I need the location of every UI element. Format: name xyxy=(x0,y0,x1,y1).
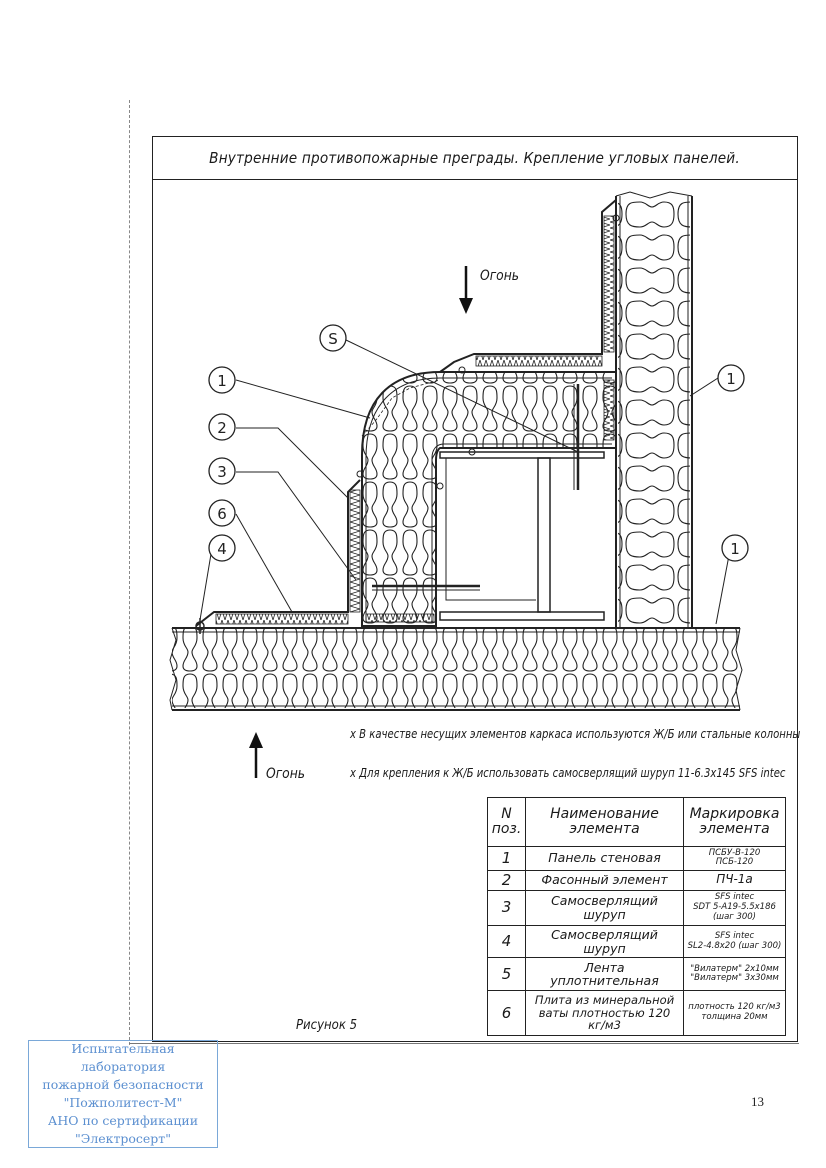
table-row: 5 Лента уплотнительная "Вилатерм" 2x10мм… xyxy=(487,957,786,992)
row-marking: SFS intec SL2-4.8x20 (шаг 300) xyxy=(683,924,786,959)
callout-circle xyxy=(717,364,745,392)
row-position: 6 xyxy=(487,990,526,1036)
sealing-tape-bottom xyxy=(365,613,435,623)
specification-table: N поз. Наименование элемента Маркировка … xyxy=(487,797,786,1036)
table-row: 1 Панель стеновая ПСБУ-В-120 ПСБ-120 xyxy=(487,846,786,871)
marking-line: толщина 20мм xyxy=(701,1012,768,1023)
drawing-title: Внутренние противопожарные преграды. Кре… xyxy=(209,149,741,167)
scan-margin-line xyxy=(129,100,130,1045)
table-row: 4 Самосверлящий шуруп SFS intec SL2-4.8x… xyxy=(487,924,786,959)
certification-stamp: Испытательная лаборатория пожарной безоп… xyxy=(28,1040,218,1148)
bottom-wall-panel xyxy=(169,627,743,711)
header-position: N поз. xyxy=(487,797,526,847)
page-number: 13 xyxy=(751,1094,764,1109)
row-marking: SFS intec SDT 5-A19-5.5x186 (шаг 300) xyxy=(683,889,786,926)
row-position: 1 xyxy=(487,846,526,871)
callout-circle xyxy=(208,457,236,485)
marking-line: ПЧ-1а xyxy=(716,872,753,887)
figure-caption: Рисунок 5 xyxy=(296,1018,358,1033)
marking-line: SL2-4.8x20 (шаг 300) xyxy=(687,940,782,951)
stamp-line: "Электросерт" xyxy=(75,1131,171,1146)
shaped-flashing-element xyxy=(195,199,617,627)
marking-line: ПСБУ-В-120 xyxy=(708,847,761,858)
callout-label: 3 xyxy=(217,463,227,481)
fire-arrow-bottom xyxy=(249,732,263,778)
callout-label: 1 xyxy=(726,370,736,388)
callout-circle xyxy=(208,366,236,394)
header-marking: Маркировка элемента xyxy=(683,797,786,847)
stamp-line: Испытательная xyxy=(71,1041,175,1056)
table-row: 3 Самосверлящий шуруп SFS intec SDT 5-A1… xyxy=(487,889,786,926)
fire-label-bottom: Огонь xyxy=(266,766,306,782)
callout-circle xyxy=(721,534,749,562)
row-position: 2 xyxy=(487,869,526,891)
row-position: 4 xyxy=(487,924,526,959)
steel-column xyxy=(439,451,605,621)
row-position: 5 xyxy=(487,957,526,992)
marking-line: "Вилатерм" 3x30мм xyxy=(690,973,779,984)
callout-label: 6 xyxy=(217,505,227,523)
corner-panel xyxy=(361,371,617,627)
callout-circle xyxy=(208,413,236,441)
fire-arrow-top xyxy=(459,266,473,314)
fire-label-top: Огонь xyxy=(480,268,520,284)
table-row: 2 Фасонный элемент ПЧ-1а xyxy=(487,869,786,891)
callout-label: 2 xyxy=(217,419,227,437)
note-fastening: x Для крепления к Ж/Б использовать самос… xyxy=(350,766,786,780)
marking-line: ПСБ-120 xyxy=(715,857,754,868)
callout-label: S xyxy=(328,330,338,348)
stamp-line: "Пожполитест-М" xyxy=(63,1095,183,1110)
callout-circle xyxy=(319,324,347,352)
table-header-row: N поз. Наименование элемента Маркировка … xyxy=(487,797,786,847)
row-name: Самосверлящий шуруп xyxy=(525,924,684,959)
drawing-frame: Внутренние противопожарные преграды. Кре… xyxy=(152,136,798,1042)
header-name: Наименование элемента xyxy=(525,797,684,847)
leader-lines xyxy=(199,339,731,625)
marking-line: SFS intec xyxy=(714,930,755,941)
stamp-line: пожарной безопасности xyxy=(42,1077,204,1092)
marking-line: SDT 5-A19-5.5x186 (шаг 300) xyxy=(693,901,776,922)
callout-circle xyxy=(208,499,236,527)
marking-line: "Вилатерм" 2x10мм xyxy=(690,963,779,974)
row-name: Самосверлящий шуруп xyxy=(525,889,684,926)
row-position: 3 xyxy=(487,889,526,926)
title-band: Внутренние противопожарные преграды. Кре… xyxy=(153,137,797,180)
table-row: 6 Плита из минеральной ваты плотностью 1… xyxy=(487,990,786,1036)
row-marking: ПЧ-1а xyxy=(683,869,786,891)
right-wall-panel xyxy=(615,191,693,628)
scan-bottom-line xyxy=(129,1043,799,1044)
row-marking: "Вилатерм" 2x10мм "Вилатерм" 3x30мм xyxy=(683,957,786,992)
row-name: Плита из минеральной ваты плотностью 120… xyxy=(525,990,684,1036)
stamp-line: лаборатория xyxy=(80,1059,166,1074)
callout-circle xyxy=(208,534,236,562)
sealing-tape-right xyxy=(603,379,615,441)
callout-markers: S 1 2 3 6 4 1 1 xyxy=(208,324,749,562)
row-name: Панель стеновая xyxy=(525,846,684,871)
callout-label: 1 xyxy=(730,540,740,558)
marking-line: плотность 120 кг/м3 xyxy=(688,1002,781,1013)
row-name: Лента уплотнительная xyxy=(525,957,684,992)
callout-label: 1 xyxy=(217,372,227,390)
row-marking: ПСБУ-В-120 ПСБ-120 xyxy=(683,846,786,871)
self-drilling-screws xyxy=(195,214,620,634)
marking-line: SFS intec xyxy=(714,892,755,903)
row-name: Фасонный элемент xyxy=(525,869,684,891)
callout-label: 4 xyxy=(217,540,227,558)
row-marking: плотность 120 кг/м3 толщина 20мм xyxy=(683,990,786,1036)
note-frame-elements: x В качестве несущих элементов каркаса и… xyxy=(350,727,801,741)
stamp-line: АНО по сертификации xyxy=(47,1113,199,1128)
